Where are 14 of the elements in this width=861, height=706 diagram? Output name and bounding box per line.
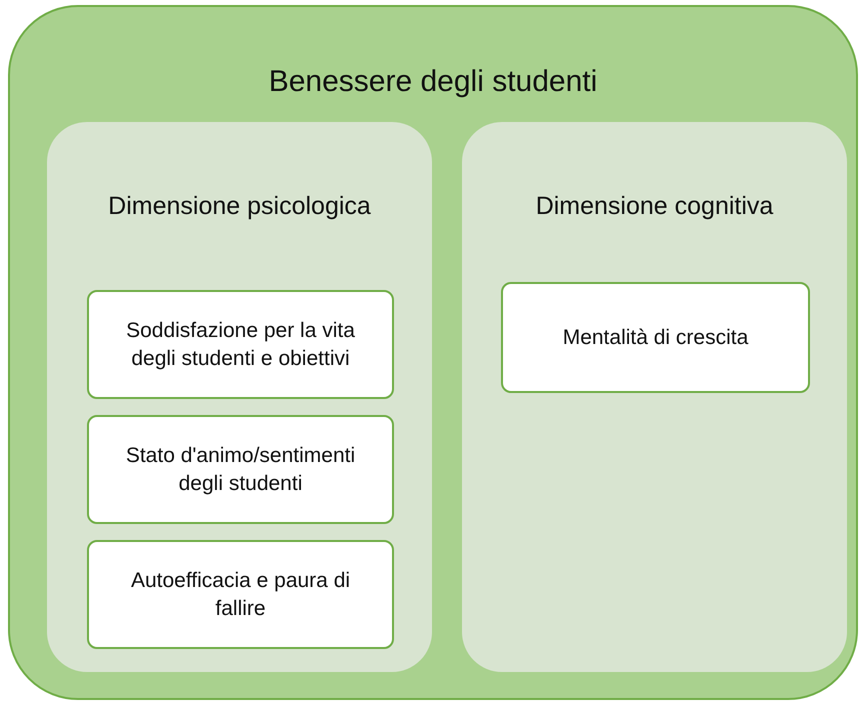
group-panel <box>8 5 858 700</box>
heading: Dimensione psicologica <box>107 191 372 222</box>
heading: Dimensione cognitiva <box>534 191 774 222</box>
item-box <box>501 282 810 393</box>
heading: Benessere degli studenti <box>268 64 598 100</box>
item-text: Mentalità di crescita <box>562 324 750 351</box>
category-panel <box>462 122 847 672</box>
item-box <box>87 290 394 399</box>
item-text: Soddisfazione per la vita degli studenti e obiettivi <box>125 318 356 372</box>
item-box <box>87 415 394 524</box>
item-box <box>87 540 394 649</box>
item-text: Stato d'animo/sentimenti degli studenti <box>124 443 356 496</box>
category-panel <box>47 122 432 672</box>
item-text: Autoefficacia e paura di fallire <box>130 568 352 622</box>
